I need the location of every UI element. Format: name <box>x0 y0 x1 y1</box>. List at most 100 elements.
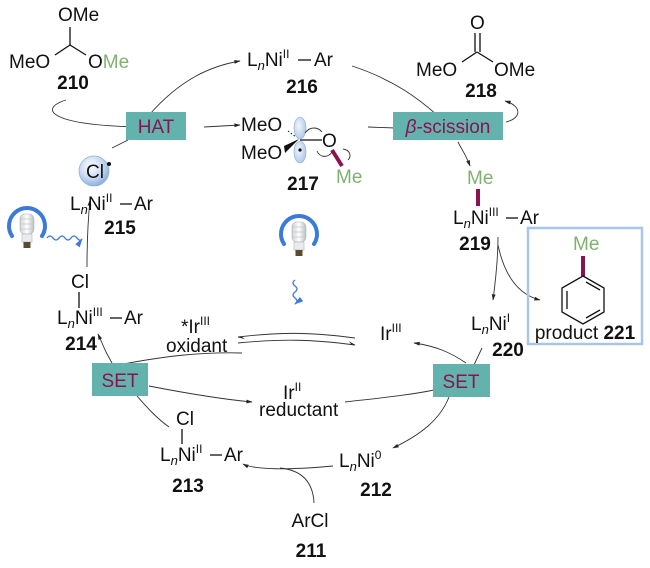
compound-216: LnNiII Ar 216 <box>247 47 334 98</box>
arrow-220-to-set <box>472 347 483 368</box>
svg-text:*IrIII: *IrIII <box>181 314 210 338</box>
light-bulb-icon <box>6 206 47 250</box>
methyl-green: Me <box>336 167 362 188</box>
svg-text:β-scission: β-scission <box>405 117 491 138</box>
oxidation-state: III <box>200 314 210 328</box>
oxidation-state: III <box>489 205 499 219</box>
compound-number: 210 <box>57 73 89 94</box>
compound-number: 217 <box>287 174 319 195</box>
step-label-beta: β <box>405 117 417 138</box>
svg-text:OMe: OMe <box>88 52 129 73</box>
compound-number: 219 <box>459 234 491 255</box>
benzene-ring <box>561 275 605 325</box>
compound-220: LnNiI 220 <box>471 311 524 361</box>
oxidation-state: II <box>106 191 113 205</box>
ir-label: Ir <box>380 324 392 345</box>
role-label: reductant <box>259 400 339 421</box>
aryl: Ar <box>520 208 540 229</box>
arrow-set-to-214 <box>97 333 113 364</box>
ligand-L: L <box>247 50 258 71</box>
ligand-n: n <box>350 459 357 474</box>
aryl: Ar <box>134 194 154 215</box>
light-wave-icon <box>292 279 304 305</box>
compound-219: Me LnNiIII Ar 219 <box>453 168 540 255</box>
ligand-n: n <box>171 453 178 468</box>
p-orbital-lower <box>293 140 307 164</box>
role-label: oxidant <box>166 336 228 357</box>
aryl: Ar <box>314 50 334 71</box>
ligand-L: L <box>471 314 482 335</box>
arrow-210-to-hat <box>52 99 141 128</box>
arrow-set-to-212 <box>392 396 450 449</box>
compound-number: 215 <box>104 218 136 239</box>
arrow-219-to-220 <box>491 236 499 301</box>
arrow-excited-to-IrIII <box>237 339 356 346</box>
metal: Ni <box>357 451 375 472</box>
svg-text:LnNiII: LnNiII <box>70 191 112 217</box>
carbonyl-oxygen: O <box>470 13 485 34</box>
methoxy-1: MeO <box>241 115 282 136</box>
step-label: SET <box>102 371 139 392</box>
compound-210: OMe MeO OMe 210 <box>9 5 129 94</box>
arrow-212-to-213 <box>242 463 334 470</box>
ligand-L: L <box>160 445 171 466</box>
methoxy-2: MeO <box>241 143 282 164</box>
metal: Ni <box>489 314 507 335</box>
methoxy-top: OMe <box>58 5 99 26</box>
methyl-green: Me <box>467 168 493 189</box>
svg-text:IrII: IrII <box>283 380 301 404</box>
cycle-arrows <box>52 60 541 504</box>
oxidation-state: II <box>295 380 302 394</box>
svg-text:LnNiII: LnNiII <box>160 442 202 468</box>
ligand-L: L <box>339 451 350 472</box>
chloride-ligand: Cl <box>71 272 89 293</box>
arrow-213-to-set <box>136 395 170 428</box>
oxidation-state: II <box>196 442 203 456</box>
methyl-green: Me <box>103 52 129 73</box>
step-set-right: SET <box>433 364 490 397</box>
p-orbital-upper <box>293 116 307 140</box>
arrow-beta-to-219 <box>457 141 471 167</box>
arrow-beta-to-218 <box>504 100 519 123</box>
oxidation-state: 0 <box>375 448 382 462</box>
methoxy-left: MeO <box>416 60 457 81</box>
aryl-chloride: ArCl <box>292 511 329 532</box>
chloride-ligand: Cl <box>176 409 194 430</box>
svg-text:IrIII: IrIII <box>380 321 402 345</box>
oxidation-state: III <box>93 305 103 319</box>
ligand-n: n <box>68 316 75 331</box>
compound-number: 214 <box>65 334 97 355</box>
compound-number: 218 <box>465 81 497 102</box>
arrow-hat-to-216 <box>149 60 241 115</box>
ligand-n: n <box>81 202 88 217</box>
arrow-IrIII-star-to-set <box>117 352 243 366</box>
svg-text:product 221: product 221 <box>535 323 636 344</box>
svg-text:LnNiII: LnNiII <box>247 47 289 73</box>
arrow-IrII-to-set <box>344 389 435 403</box>
ligand-n: n <box>258 58 265 73</box>
ir-label: Ir <box>283 383 295 404</box>
svg-text:LnNiIII: LnNiIII <box>57 305 103 331</box>
aryl: Ar <box>124 308 144 329</box>
arrow-set-to-IrIII <box>413 341 467 364</box>
arrow-hat-to-217 <box>203 123 241 128</box>
methoxy-left: MeO <box>9 52 50 73</box>
compound-213: Cl LnNiII Ar 213 <box>160 409 244 497</box>
light-bulb-icon <box>279 214 319 258</box>
methyl-green: Me <box>573 234 599 255</box>
radical-dot <box>107 162 111 166</box>
compound-number: 220 <box>492 340 524 361</box>
step-label-rest: -scission <box>416 117 490 138</box>
ligand-n: n <box>482 322 489 337</box>
arrow-215-to-hat <box>111 139 129 149</box>
arrow-219-to-221 <box>497 244 541 301</box>
arrow-211-join <box>279 467 315 504</box>
metal: Ni <box>178 445 196 466</box>
compound-218: O MeO OMe 218 <box>416 13 535 102</box>
light-wave-icon <box>46 235 83 248</box>
oxygen: O <box>322 131 337 152</box>
compound-217: MeO MeO O Me 217 <box>241 115 362 195</box>
ir-label: *Ir <box>181 317 201 338</box>
compound-number: 211 <box>296 541 327 562</box>
